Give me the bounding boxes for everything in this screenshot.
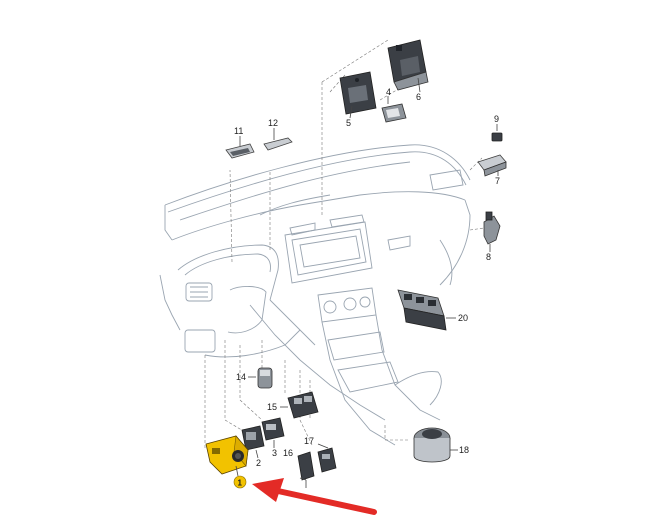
label-4: 4: [386, 87, 391, 97]
part-16-switch: [297, 451, 315, 481]
label-14: 14: [236, 372, 246, 382]
label-2: 2: [256, 458, 261, 468]
part-2-switch: [241, 425, 265, 451]
label-5: 5: [346, 118, 351, 128]
label-1: 1: [238, 479, 243, 488]
label-1-badge: 1: [233, 475, 247, 489]
part-14-button: [257, 367, 273, 389]
part-12-cover: [263, 137, 293, 151]
label-11: 11: [234, 126, 243, 136]
part-8-sensor: [483, 211, 501, 245]
part-3-switch: [261, 417, 285, 441]
label-9: 9: [494, 114, 499, 124]
dashboard-outline: [159, 144, 471, 446]
assembly-dashed-lines: [204, 39, 485, 450]
label-17: 17: [304, 436, 314, 446]
part-4-switch: [381, 103, 407, 123]
part-11-cover: [225, 143, 255, 159]
label-15: 15: [267, 402, 277, 412]
red-arrow-icon: [252, 478, 377, 515]
label-8: 8: [486, 252, 491, 262]
label-7: 7: [495, 176, 500, 186]
label-16: 16: [283, 448, 293, 458]
part-5-switch-panel: [339, 71, 377, 115]
part-20-switch-block: [397, 289, 447, 331]
part-6-switch-housing: [387, 39, 429, 91]
label-12: 12: [268, 118, 278, 128]
part-labels: 6 5 4 9 7 8 11 12 20 14 15 3 2 16 17 18: [234, 87, 500, 468]
label-20: 20: [458, 313, 468, 323]
leader-lines: [235, 77, 499, 488]
part-9-clip: [491, 132, 503, 142]
part-18-rotary-knob: [413, 427, 451, 463]
part-17-switch: [317, 447, 337, 473]
label-18: 18: [459, 445, 469, 455]
part-15-switch: [287, 391, 319, 419]
part-7-button: [477, 154, 507, 177]
part-1-light-switch-highlighted: [205, 435, 249, 475]
label-3: 3: [272, 448, 277, 458]
label-6: 6: [416, 92, 421, 102]
